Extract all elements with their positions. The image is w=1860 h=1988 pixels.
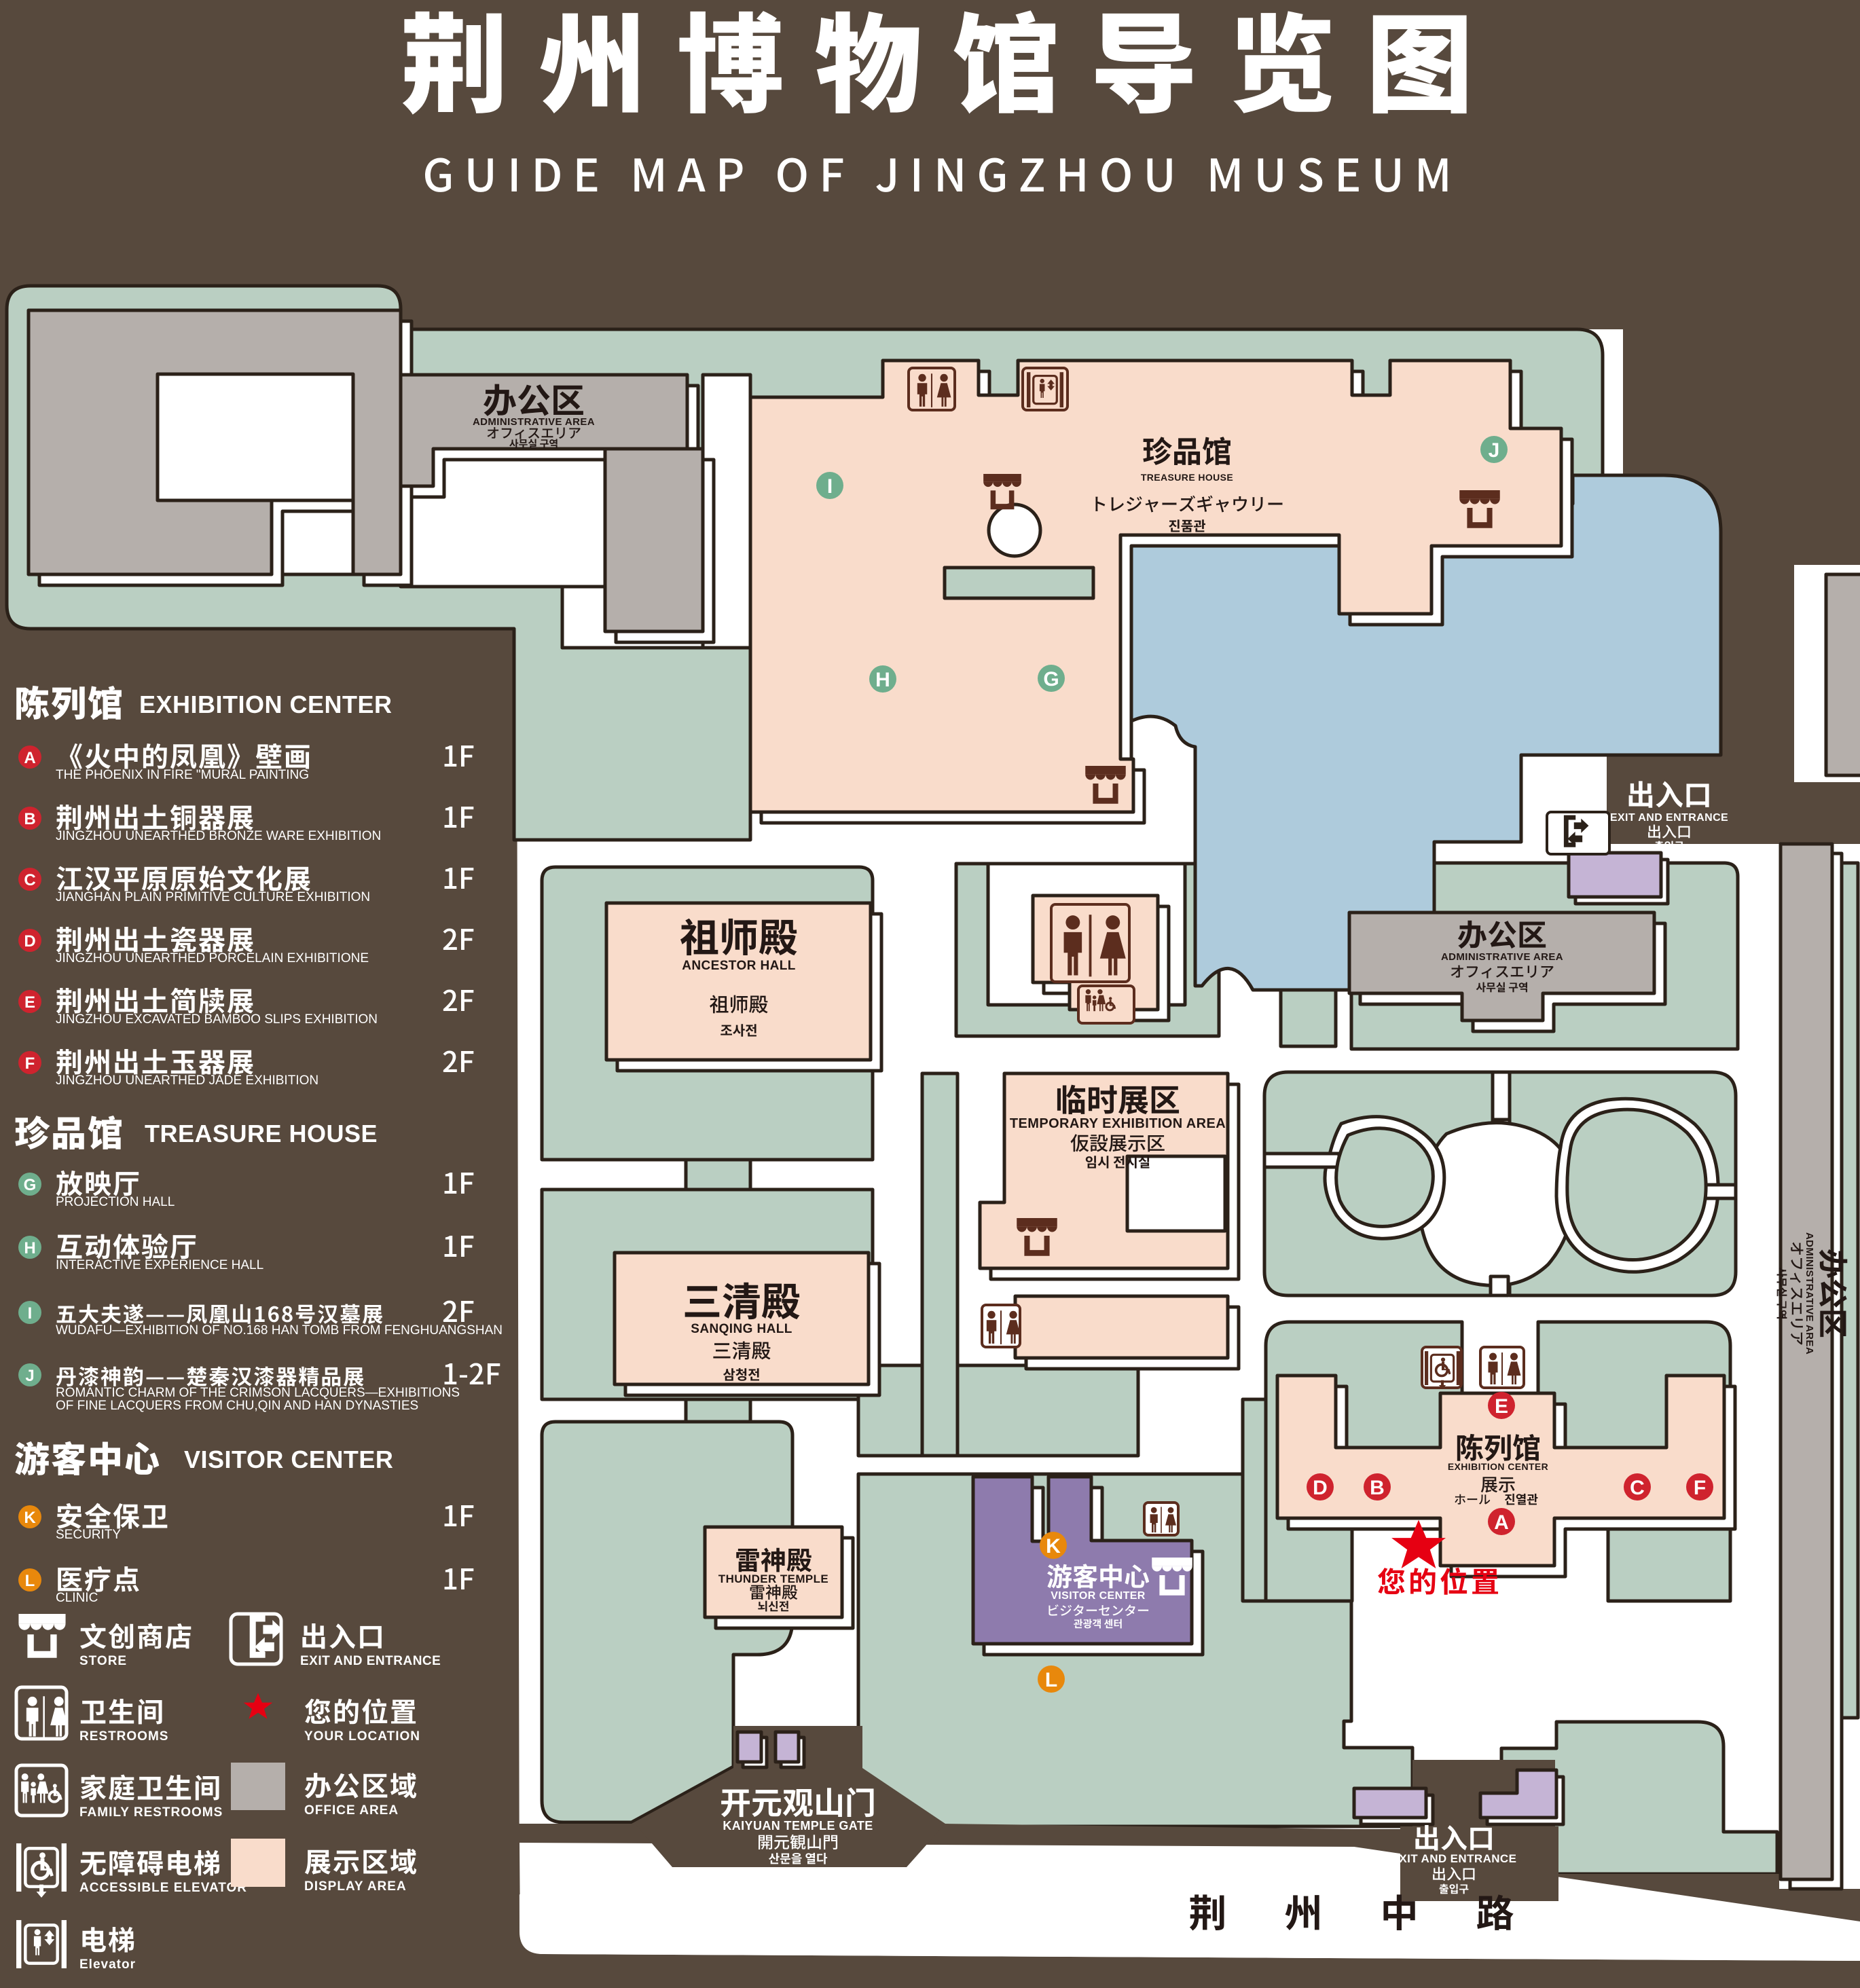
svg-text:ADMINISTRATIVE AREA: ADMINISTRATIVE AREA	[1441, 951, 1563, 963]
svg-text:E: E	[1495, 1395, 1508, 1418]
svg-text:B: B	[1370, 1477, 1385, 1499]
svg-text:ADMINISTRATIVE AREA: ADMINISTRATIVE AREA	[1804, 1232, 1815, 1355]
svg-text:THUNDER TEMPLE: THUNDER TEMPLE	[718, 1572, 828, 1585]
svg-text:H: H	[875, 669, 890, 691]
svg-text:J: J	[25, 1367, 34, 1385]
svg-text:VISITOR CENTER: VISITOR CENTER	[184, 1446, 393, 1473]
svg-text:JINGZHOU UNEARTHED PORCELAIN E: JINGZHOU UNEARTHED PORCELAIN EXHIBITIONE	[56, 951, 369, 965]
svg-text:J: J	[1489, 439, 1500, 462]
svg-text:A: A	[24, 749, 35, 767]
svg-text:STORE: STORE	[79, 1654, 127, 1668]
svg-text:D: D	[24, 932, 35, 951]
svg-text:ROMANTIC CHARM OF THE CRIMSON: ROMANTIC CHARM OF THE CRIMSON LACQUERS—E…	[56, 1386, 460, 1400]
svg-text:K: K	[24, 1509, 36, 1527]
svg-text:VISITOR CENTER: VISITOR CENTER	[1051, 1590, 1146, 1602]
svg-text:ADMINISTRATIVE AREA: ADMINISTRATIVE AREA	[473, 416, 595, 428]
svg-text:INTERACTIVE EXPERIENCE HALL: INTERACTIVE EXPERIENCE HALL	[56, 1258, 263, 1272]
svg-text:EXIT AND ENTRANCE: EXIT AND ENTRANCE	[1610, 812, 1728, 824]
svg-text:FAMILY RESTROOMS: FAMILY RESTROOMS	[79, 1805, 223, 1820]
svg-text:JINGZHOU EXCAVATED BAMBOO SLIP: JINGZHOU EXCAVATED BAMBOO SLIPS EXHIBITI…	[56, 1012, 378, 1027]
svg-text:PROJECTION HALL: PROJECTION HALL	[56, 1195, 175, 1209]
svg-text:EXIT AND ENTRANCE: EXIT AND ENTRANCE	[1391, 1852, 1517, 1865]
svg-text:OFFICE AREA: OFFICE AREA	[304, 1803, 399, 1818]
svg-text:ANCESTOR HALL: ANCESTOR HALL	[682, 959, 795, 973]
svg-text:EXIT AND ENTRANCE: EXIT AND ENTRANCE	[300, 1654, 441, 1668]
svg-text:TEMPORARY EXHIBITION AREA: TEMPORARY EXHIBITION AREA	[1010, 1116, 1226, 1131]
svg-text:RESTROOMS: RESTROOMS	[79, 1729, 168, 1744]
svg-text:I: I	[827, 475, 833, 498]
svg-text:EXHIBITION CENTER: EXHIBITION CENTER	[1448, 1461, 1548, 1472]
svg-text:JINGZHOU UNEARTHED JADE EXHIBI: JINGZHOU UNEARTHED JADE EXHIBITION	[56, 1073, 318, 1088]
svg-text:L: L	[1045, 1669, 1057, 1691]
svg-text:I: I	[28, 1304, 33, 1323]
svg-text:TREASURE HOUSE: TREASURE HOUSE	[145, 1120, 378, 1147]
svg-text:K: K	[1046, 1535, 1061, 1558]
svg-text:KAIYUAN TEMPLE GATE: KAIYUAN TEMPLE GATE	[723, 1819, 873, 1833]
svg-text:H: H	[24, 1239, 35, 1257]
svg-text:SANQING HALL: SANQING HALL	[691, 1322, 792, 1336]
svg-text:C: C	[24, 871, 35, 889]
svg-text:F: F	[25, 1054, 35, 1073]
svg-text:Elevator: Elevator	[79, 1957, 136, 1972]
svg-text:SECURITY: SECURITY	[56, 1528, 121, 1542]
svg-text:G: G	[1043, 668, 1059, 691]
svg-text:ACCESSIBLE ELEVATOR: ACCESSIBLE ELEVATOR	[79, 1881, 247, 1895]
svg-text:C: C	[1630, 1477, 1645, 1499]
svg-text:A: A	[1494, 1511, 1509, 1534]
svg-text:EXHIBITION CENTER: EXHIBITION CENTER	[139, 691, 393, 718]
svg-text:DISPLAY AREA: DISPLAY AREA	[304, 1879, 407, 1894]
svg-text:TREASURE HOUSE: TREASURE HOUSE	[1141, 472, 1233, 483]
svg-text:CLINIC: CLINIC	[56, 1591, 98, 1605]
svg-text:WUDAFU—EXHIBITION OF NO.168 HA: WUDAFU—EXHIBITION OF NO.168 HAN TOMB FRO…	[56, 1323, 503, 1338]
svg-text:THE PHOENIX IN FIRE "MURAL PAI: THE PHOENIX IN FIRE "MURAL PAINTING	[56, 768, 309, 782]
svg-text:F: F	[1694, 1477, 1706, 1499]
svg-text:D: D	[1313, 1477, 1328, 1499]
svg-text:YOUR LOCATION: YOUR LOCATION	[304, 1729, 420, 1744]
svg-text:E: E	[24, 993, 35, 1012]
svg-text:JIANGHAN PLAIN PRIMITIVE CULTU: JIANGHAN PLAIN PRIMITIVE CULTURE EXHIBIT…	[56, 890, 370, 904]
svg-text:L: L	[25, 1572, 35, 1590]
svg-text:B: B	[24, 810, 35, 828]
svg-text:OF FINE LACQUERS FROM CHU,QIN: OF FINE LACQUERS FROM CHU,QIN AND HAN DY…	[56, 1399, 418, 1413]
svg-text:JINGZHOU UNEARTHED BRONZE WARE: JINGZHOU UNEARTHED BRONZE WARE EXHIBITIO…	[56, 829, 381, 843]
svg-text:G: G	[24, 1176, 37, 1194]
